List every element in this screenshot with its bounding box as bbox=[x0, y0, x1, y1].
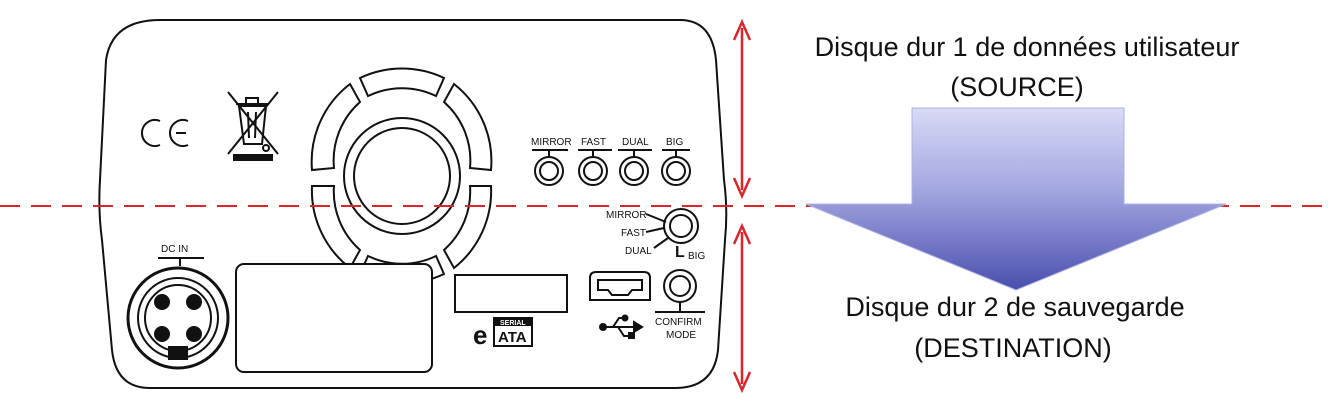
confirm-mode-group: CONFIRM MODE bbox=[655, 269, 705, 341]
sata-logo-prefix: e bbox=[473, 320, 487, 350]
mode-dial: MIRROR FAST DUAL L BIG bbox=[606, 208, 705, 262]
mode-button-label-big: BIG bbox=[666, 137, 683, 148]
usb-icon bbox=[599, 314, 644, 339]
esata-port-group: e SERIAL ATA bbox=[454, 274, 568, 350]
ce-mark-icon bbox=[141, 119, 189, 147]
dial-big-marker: L bbox=[675, 244, 685, 261]
destination-caption-line1: Disque dur 2 de sauvegarde bbox=[845, 292, 1184, 322]
dial-label-dual: DUAL bbox=[625, 246, 652, 257]
source-caption-line2: (SOURCE) bbox=[950, 72, 1084, 102]
confirm-mode-button[interactable] bbox=[663, 269, 697, 303]
confirm-label-line2: MODE bbox=[666, 330, 696, 341]
esata-port[interactable] bbox=[454, 274, 568, 313]
mode-button-label-fast: FAST bbox=[581, 137, 606, 148]
sata-logo-main: ATA bbox=[498, 329, 527, 346]
dial-label-fast: FAST bbox=[621, 228, 646, 239]
mode-button-row: MIRROR FAST DUAL BIG bbox=[531, 137, 691, 186]
confirm-label-line1: CONFIRM bbox=[655, 317, 702, 328]
mode-selector-knob[interactable] bbox=[663, 208, 699, 244]
source-caption-line1: Disque dur 1 de données utilisateur bbox=[815, 32, 1240, 62]
dial-label-mirror: MIRROR bbox=[606, 210, 647, 221]
weee-bin-icon bbox=[227, 91, 279, 161]
dc-in-port[interactable] bbox=[126, 266, 230, 370]
destination-caption-line2: (DESTINATION) bbox=[914, 333, 1112, 363]
dc-in-label: DC IN bbox=[161, 244, 188, 255]
dc-in-connector: DC IN bbox=[126, 244, 230, 370]
usb-port-group bbox=[589, 271, 651, 339]
label-plate bbox=[235, 263, 433, 373]
sata-logo-icon: e SERIAL ATA bbox=[473, 317, 533, 350]
mode-button-label-mirror: MIRROR bbox=[531, 137, 572, 148]
mode-button-label-dual: DUAL bbox=[622, 137, 649, 148]
dial-label-big: BIG bbox=[688, 251, 705, 262]
sata-logo-top: SERIAL bbox=[500, 320, 526, 327]
vertical-arrows bbox=[732, 18, 752, 394]
transfer-arrow bbox=[805, 107, 1227, 291]
